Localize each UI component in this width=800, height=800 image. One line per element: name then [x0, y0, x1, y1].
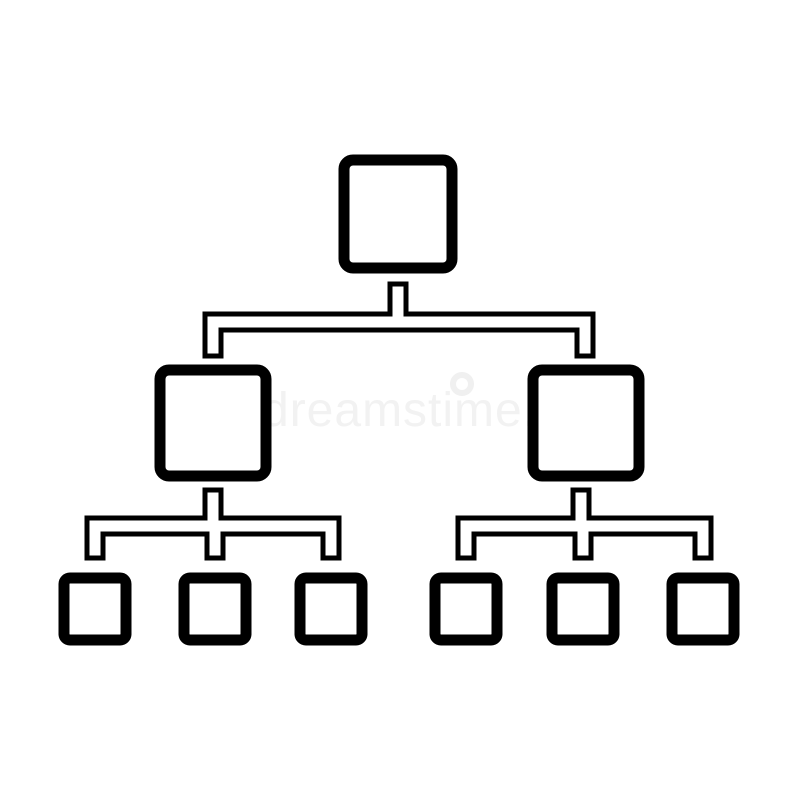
watermark-logo — [450, 372, 474, 396]
leaf-node-2-2 — [546, 572, 620, 646]
connector-lines — [84, 281, 714, 561]
leaf-node-1-1 — [58, 572, 132, 646]
level2-node-2 — [527, 364, 645, 482]
leaf-node-2-1 — [429, 572, 503, 646]
level2-connector-2 — [455, 487, 714, 561]
root-connector — [202, 281, 596, 359]
watermark: dreamstime. — [262, 372, 537, 437]
watermark-text: dreamstime. — [262, 384, 537, 437]
level2-node-1 — [154, 364, 272, 482]
root-node — [338, 154, 458, 274]
leaf-node-1-2 — [178, 572, 252, 646]
level2-connector-1 — [84, 487, 342, 561]
leaf-node-2-3 — [666, 572, 740, 646]
leaf-node-1-3 — [294, 572, 368, 646]
node-boxes — [58, 154, 740, 646]
